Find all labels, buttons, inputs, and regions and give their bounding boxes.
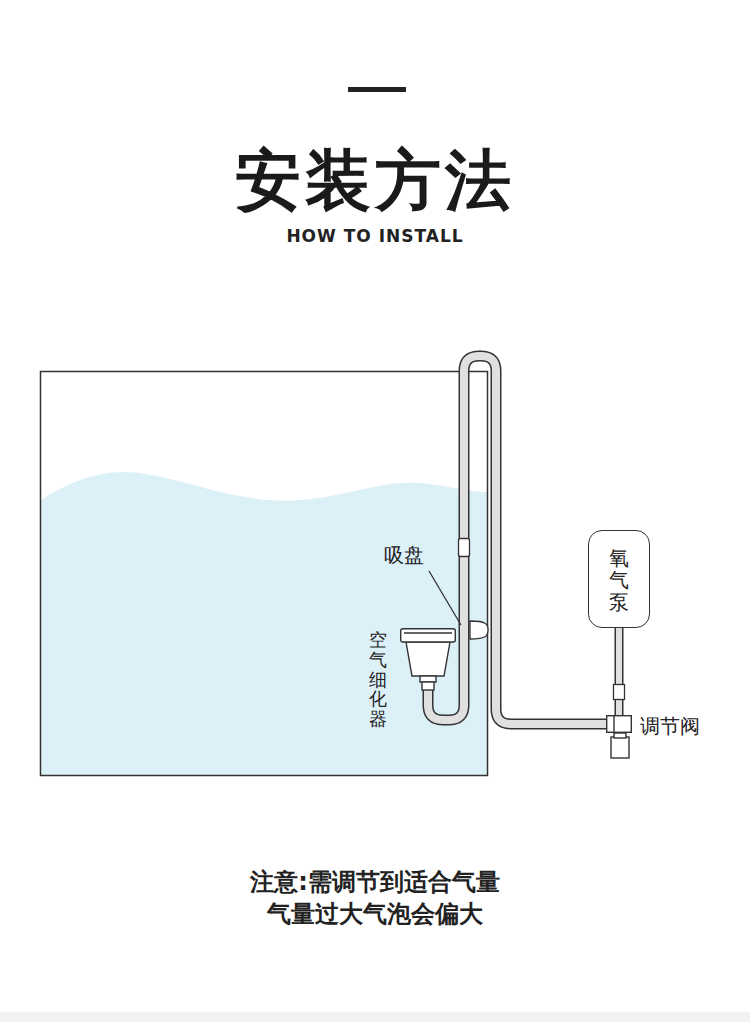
valve-body xyxy=(607,716,632,733)
suction-cup xyxy=(470,621,488,639)
top-dash xyxy=(348,87,406,92)
diffuser-cap xyxy=(401,629,456,642)
diffuser-fitting xyxy=(422,682,434,690)
note-line: 注意:需调节到适合气量 xyxy=(0,866,750,898)
air-tube xyxy=(619,628,620,715)
bottom-band xyxy=(0,1012,750,1022)
air-pump-box: 氧气泵 xyxy=(588,530,650,628)
regulator-valve: 调节阀 xyxy=(606,715,632,733)
note-line: 气量过大气泡会偏大 xyxy=(0,898,750,930)
subtitle: HOW TO INSTALL xyxy=(0,226,750,246)
tube-outline xyxy=(615,628,624,715)
valve-neck xyxy=(614,733,626,738)
valve-knob xyxy=(611,737,629,758)
water xyxy=(41,472,487,775)
diffuser-nut xyxy=(420,676,436,682)
air-diffuser-shape xyxy=(400,628,456,690)
regulator-valve-shape xyxy=(606,715,632,733)
diffuser-cap-line xyxy=(404,632,452,633)
tube-inner xyxy=(616,628,622,715)
fish-tank xyxy=(41,372,488,776)
air-tube xyxy=(428,356,606,724)
tube-sleeve xyxy=(614,685,625,700)
air-diffuser: 空气细化器 xyxy=(400,628,456,690)
leader-line xyxy=(429,571,461,625)
page-title: 安装方法 xyxy=(0,136,750,226)
node-text: 调节阀 xyxy=(640,713,700,740)
part-label: 吸盘 xyxy=(384,542,424,569)
valve-line xyxy=(613,716,614,733)
diffuser-body xyxy=(406,642,450,676)
tube-clip xyxy=(459,539,470,557)
tube-outline xyxy=(428,356,606,724)
node-text: 氧气泵 xyxy=(609,547,629,613)
node-text: 空气细化器 xyxy=(369,630,387,729)
tube-inner xyxy=(428,356,606,724)
